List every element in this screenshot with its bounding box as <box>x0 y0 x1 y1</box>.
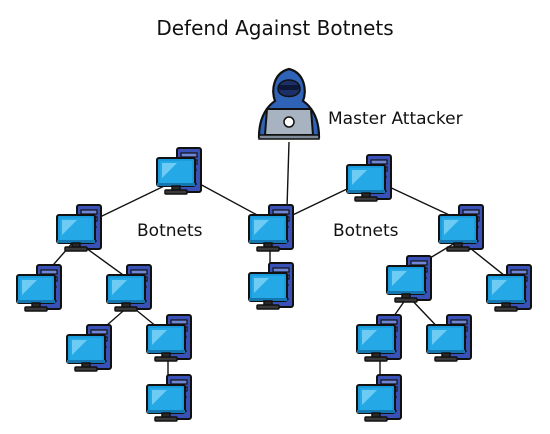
desktop-computer-icon <box>66 324 112 372</box>
desktop-computer-icon <box>156 147 202 195</box>
desktop-computer-icon <box>356 374 402 422</box>
botnets-label-left: Botnets <box>137 221 203 241</box>
desktop-computer-icon <box>16 264 62 312</box>
desktop-computer-icon <box>106 264 152 312</box>
botnets-label-right: Botnets <box>333 221 399 241</box>
desktop-computer-icon <box>56 204 102 252</box>
hooded-hacker-icon <box>257 67 321 141</box>
desktop-computer-icon <box>146 374 192 422</box>
desktop-computer-icon <box>438 204 484 252</box>
desktop-computer-icon <box>356 314 402 362</box>
desktop-computer-icon <box>146 314 192 362</box>
diagram-title: Defend Against Botnets <box>156 16 393 40</box>
desktop-computer-icon <box>248 262 294 310</box>
desktop-computer-icon <box>386 255 432 303</box>
desktop-computer-icon <box>426 314 472 362</box>
desktop-computer-icon <box>486 264 532 312</box>
desktop-computer-icon <box>248 204 294 252</box>
desktop-computer-icon <box>346 154 392 202</box>
master-attacker-label: Master Attacker <box>328 109 463 129</box>
